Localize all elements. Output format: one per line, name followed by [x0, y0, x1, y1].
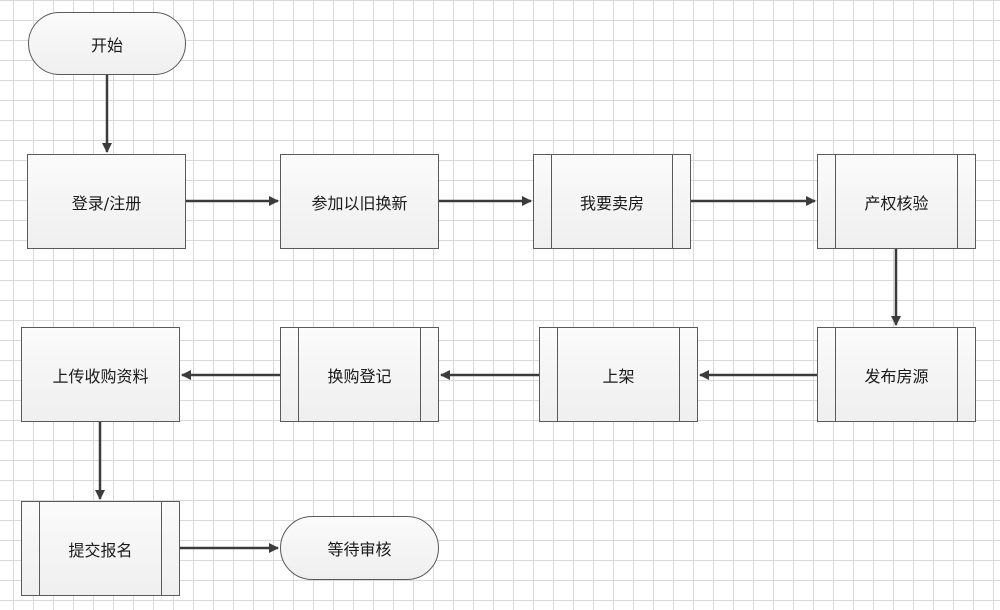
await-review-label: 等待审核 [327, 540, 392, 559]
start-label: 开始 [90, 35, 123, 55]
property-verify-label: 产权核验 [864, 193, 929, 213]
publish-listing-label: 发布房源 [864, 366, 929, 386]
list-on-shelf-node[interactable]: 上架 [539, 327, 698, 422]
exchange-register-node[interactable]: 换购登记 [280, 327, 439, 422]
await-review-node[interactable]: 等待审核 [280, 516, 439, 580]
start-node[interactable]: 开始 [28, 12, 186, 75]
login-register-label: 登录/注册 [71, 193, 142, 213]
property-verify-node[interactable]: 产权核验 [817, 154, 976, 249]
list-on-shelf-label: 上架 [602, 366, 635, 386]
join-trade-in-node[interactable]: 参加以旧换新 [280, 154, 439, 249]
upload-documents-node[interactable]: 上传收购资料 [21, 327, 180, 422]
sell-house-node[interactable]: 我要卖房 [533, 154, 691, 249]
sell-house-label: 我要卖房 [579, 193, 644, 213]
publish-listing-node[interactable]: 发布房源 [817, 327, 976, 422]
exchange-register-label: 换购登记 [327, 366, 392, 386]
login-register-node[interactable]: 登录/注册 [27, 154, 186, 249]
submit-application-node[interactable]: 提交报名 [21, 501, 180, 596]
join-trade-in-label: 参加以旧换新 [311, 193, 408, 213]
submit-application-label: 提交报名 [68, 540, 133, 560]
upload-documents-label: 上传收购资料 [52, 366, 149, 386]
